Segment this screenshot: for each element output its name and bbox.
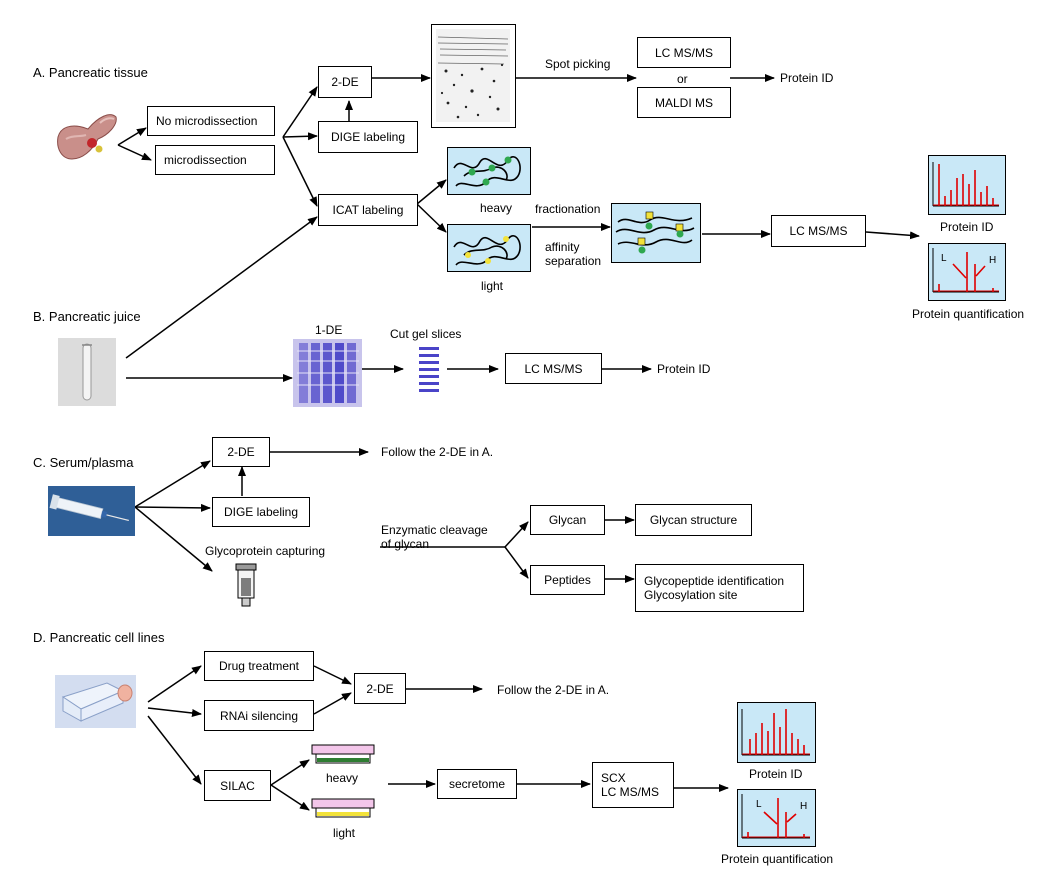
icat-light-label: light xyxy=(481,279,504,293)
microdissection-label: microdissection xyxy=(164,153,247,167)
secretome-label: secretome xyxy=(448,777,506,791)
spot-picking-label: Spot picking xyxy=(545,57,611,71)
gel-slices-icon xyxy=(417,345,441,398)
cut-gel-slices-label: Cut gel slices xyxy=(390,327,462,341)
syringe-icon xyxy=(48,486,135,536)
spectrum-id-icon xyxy=(928,155,1006,215)
or-label: or xyxy=(677,72,688,86)
icat-labeling-box: ICAT labeling xyxy=(318,194,418,226)
fractionation-label: fractionation xyxy=(535,202,601,216)
no-microdissection-label: No microdissection xyxy=(156,114,258,128)
d-spectrum-h-label: H xyxy=(800,801,808,812)
a-2de-box: 2-DE xyxy=(318,66,372,98)
c-dige-labeling-label: DIGE labeling xyxy=(223,505,299,519)
no-microdissection-box: No microdissection xyxy=(147,106,275,136)
capture-column-icon xyxy=(234,562,258,612)
drug-treatment-box: Drug treatment xyxy=(204,651,314,681)
glycan-box: Glycan xyxy=(530,505,605,535)
d-follow-label: Follow the 2-DE in A. xyxy=(497,683,610,697)
maldi-ms-box: MALDI MS xyxy=(637,87,731,118)
scx-label: SCX xyxy=(601,771,626,785)
section-b-title: B. Pancreatic juice xyxy=(33,309,141,324)
rnai-silencing-box: RNAi silencing xyxy=(204,700,314,731)
drug-treatment-label: Drug treatment xyxy=(218,659,300,673)
c-2de-label: 2-DE xyxy=(227,445,255,459)
maldi-ms-label: MALDI MS xyxy=(654,95,713,110)
c-2de-box: 2-DE xyxy=(212,437,270,467)
glycosylation-site-label: Glycosylation site xyxy=(644,588,738,602)
silac-label: SILAC xyxy=(220,778,255,793)
glycoprotein-capturing-label: Glycoprotein capturing xyxy=(205,544,326,558)
one-de-label: 1-DE xyxy=(315,323,343,337)
pancreas-tissue-icon xyxy=(52,105,118,165)
b-lc-msms-label: LC MS/MS xyxy=(524,361,583,376)
gel-1de-icon xyxy=(293,339,362,407)
a-protein-quantification-label: Protein quantification xyxy=(912,307,1025,321)
a-2de-label: 2-DE xyxy=(331,75,359,89)
glycopeptide-box: Glycopeptide identification Glycosylatio… xyxy=(635,564,804,612)
c-follow-label: Follow the 2-DE in A. xyxy=(381,445,494,459)
d-protein-id-label: Protein ID xyxy=(749,767,803,781)
scx-lc-msms-box: SCX LC MS/MS xyxy=(592,762,674,808)
affinity-label-2: separation xyxy=(545,254,602,268)
silac-light-label: light xyxy=(333,826,356,840)
section-a-title: A. Pancreatic tissue xyxy=(33,65,148,80)
silac-box: SILAC xyxy=(204,770,271,801)
silac-heavy-label: heavy xyxy=(326,771,359,785)
spectrum-quant-icon: L H xyxy=(928,243,1006,301)
c-dige-labeling-box: DIGE labeling xyxy=(212,497,310,527)
glycan-structure-box: Glycan structure xyxy=(635,504,752,536)
a-dige-labeling-label: DIGE labeling xyxy=(330,130,406,144)
section-c-title: C. Serum/plasma xyxy=(33,455,134,470)
secretome-box: secretome xyxy=(437,769,517,799)
microdissection-box: microdissection xyxy=(155,145,275,175)
a-protein-id-label: Protein ID xyxy=(780,71,834,85)
a-spectrum-h-label: H xyxy=(989,255,997,266)
a-icat-lc-msms-label: LC MS/MS xyxy=(789,224,848,238)
a-spectrum-protein-id-label: Protein ID xyxy=(940,220,994,234)
gel-2de-icon xyxy=(431,24,516,128)
b-lc-msms-box: LC MS/MS xyxy=(505,353,602,384)
enzymatic-label-2: of glycan xyxy=(381,537,430,551)
glycopeptide-identification-label: Glycopeptide identification xyxy=(644,574,785,588)
d-spectrum-quant-icon: L H xyxy=(737,789,816,847)
silac-heavy-dish-icon xyxy=(311,744,375,766)
affinity-label-1: affinity xyxy=(545,240,580,254)
test-tube-icon xyxy=(58,338,116,406)
d-spectrum-id-icon xyxy=(737,702,816,763)
affinity-mix-icon xyxy=(611,203,701,263)
a-dige-labeling-box: DIGE labeling xyxy=(318,121,418,153)
peptides-box: Peptides xyxy=(530,565,605,595)
a-icat-lc-msms-box: LC MS/MS xyxy=(771,215,866,247)
enzymatic-label-1: Enzymatic cleavage xyxy=(381,523,488,537)
d-2de-box: 2-DE xyxy=(354,673,406,704)
silac-light-dish-icon xyxy=(311,798,375,820)
b-protein-id-label: Protein ID xyxy=(657,362,711,376)
icat-labeling-label: ICAT labeling xyxy=(332,203,404,217)
scx-lc-msms-label: LC MS/MS xyxy=(601,785,660,799)
section-d-title: D. Pancreatic cell lines xyxy=(33,630,165,645)
glycan-structure-label: Glycan structure xyxy=(649,513,738,527)
icat-heavy-label: heavy xyxy=(480,201,513,215)
a-spectrum-l-label: L xyxy=(941,253,947,264)
d-2de-label: 2-DE xyxy=(366,681,394,696)
rnai-silencing-label: RNAi silencing xyxy=(219,708,299,723)
d-protein-quantification-label: Protein quantification xyxy=(721,852,834,866)
culture-flask-icon xyxy=(55,675,136,728)
icat-light-icon xyxy=(447,224,531,272)
icat-heavy-icon xyxy=(447,147,531,195)
a-lc-msms-box: LC MS/MS xyxy=(637,37,731,68)
a-lc-msms-label: LC MS/MS xyxy=(654,45,713,60)
d-spectrum-l-label: L xyxy=(756,799,762,810)
glycan-label: Glycan xyxy=(548,513,587,527)
peptides-label: Peptides xyxy=(544,573,591,587)
